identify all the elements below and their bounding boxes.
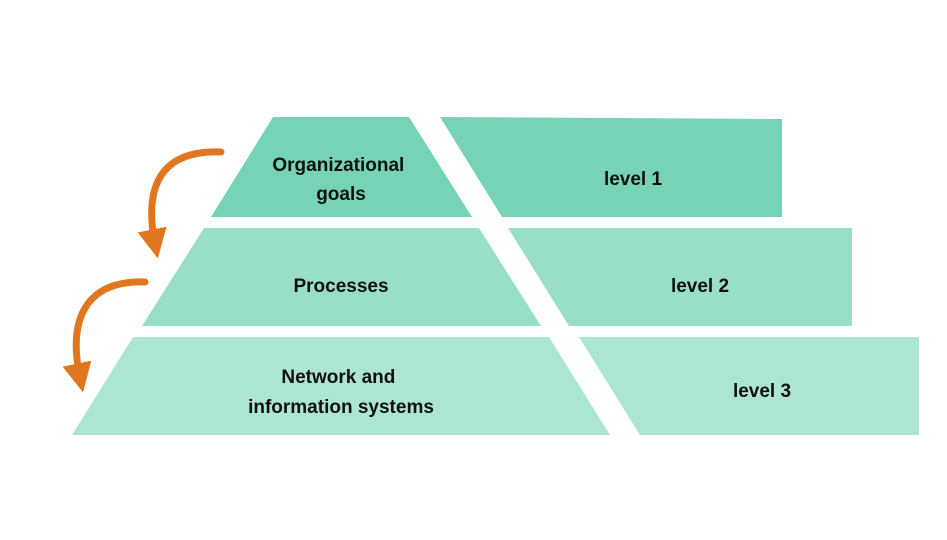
tier-1-shape (211, 117, 472, 217)
tier-1-label-line-2: goals (316, 184, 366, 205)
level-3-label: level 3 (733, 381, 791, 402)
tier-3-label-line-2: information systems (248, 397, 434, 418)
tier-3-label: Network and information systems (248, 367, 434, 418)
tier-1-label-line-1: Organizational (272, 155, 404, 176)
tier-3-label-line-1: Network and (281, 367, 395, 388)
tier-3-shape (72, 337, 610, 435)
curved-arrow-2 (62, 278, 149, 393)
level-1-label: level 1 (604, 169, 663, 190)
tier-1-label: Organizational goals (272, 155, 409, 205)
level-1-band (440, 117, 782, 217)
level-2-band (508, 228, 852, 326)
level-3-band (579, 337, 919, 435)
level-2-label: level 2 (671, 276, 729, 297)
tier-2-label: Processes (293, 276, 388, 297)
tier-2-shape (142, 228, 541, 326)
curved-arrow-1 (137, 148, 225, 259)
